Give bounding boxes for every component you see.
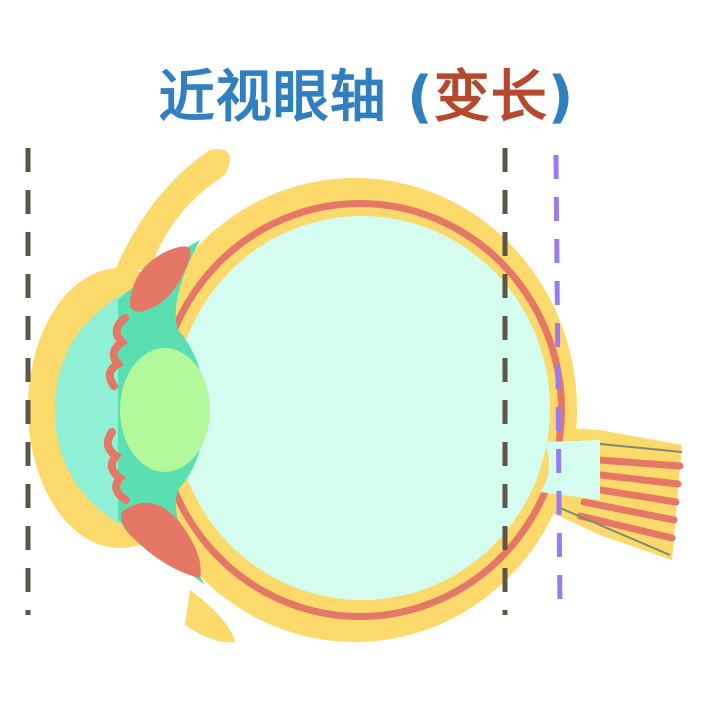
title-main: 近视眼轴 [158, 65, 387, 130]
lower-lid-shape [185, 590, 235, 643]
title-highlight: 变长 [433, 65, 548, 130]
optic-disc [540, 440, 600, 500]
title-close-paren: ) [547, 65, 575, 130]
vitreous-body [174, 216, 550, 600]
diagram-title: 近视眼轴 (变长) [0, 58, 703, 138]
extended-retina-axis-line [553, 154, 563, 613]
lens [120, 348, 210, 472]
iris-lower [103, 428, 130, 504]
title-open-paren: ( [386, 65, 434, 130]
ciliary-muscle-lower [121, 502, 201, 578]
eyelid-shape [115, 149, 230, 270]
iris-upper [105, 314, 129, 390]
ciliary-muscle-upper [129, 246, 191, 312]
